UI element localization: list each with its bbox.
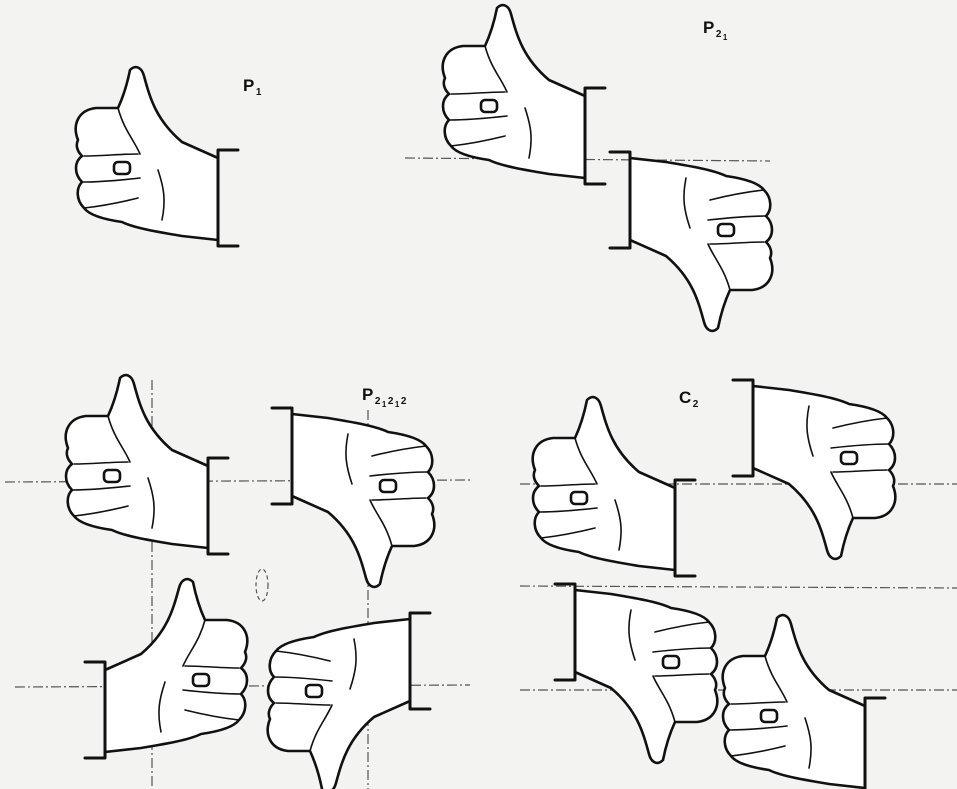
hand-c2-down-left: [553, 582, 719, 765]
label-p1: P1: [243, 76, 262, 98]
hand-c2-down-right: [731, 378, 897, 561]
label-p21: P21: [703, 18, 728, 42]
hand-c2-up-left: [531, 395, 697, 578]
hand-p21-up: [441, 3, 607, 186]
label-p212121: P21212: [362, 385, 407, 409]
label-c2: C2: [679, 388, 699, 410]
twofold-axis-symbol: [255, 568, 269, 602]
hand-p212121-down-mirrored: [266, 611, 432, 789]
hand-c2-up-right: [721, 613, 887, 789]
hand-p212121-up-left: [64, 373, 230, 556]
hand-p212121-down-right: [270, 406, 436, 589]
hand-p21-down: [608, 150, 774, 333]
axis-line: [519, 585, 957, 589]
axis-line: [404, 157, 771, 162]
hand-p1: [74, 65, 240, 248]
hand-p212121-up-mirrored: [83, 577, 249, 760]
